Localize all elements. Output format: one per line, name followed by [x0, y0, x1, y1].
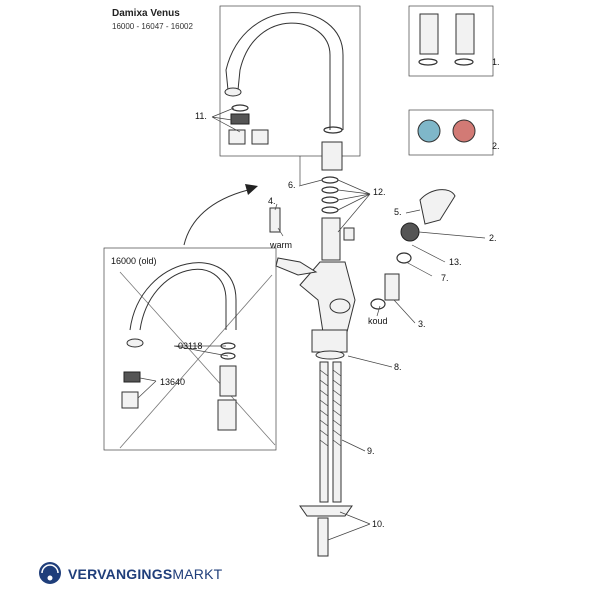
- blue-cap: [417, 119, 441, 143]
- inset-spout-outer: [129, 262, 237, 331]
- spout-oring: [323, 126, 343, 134]
- callout-2-handle: 2.: [489, 233, 497, 243]
- tap-body: [299, 261, 356, 346]
- spout-detail-frame: [219, 5, 361, 157]
- arrow-shaft: [183, 189, 249, 246]
- base-gasket: [315, 350, 345, 360]
- indicator-cap: [400, 222, 420, 242]
- inset-cross-1: [119, 271, 276, 446]
- callout-3: 3.: [418, 319, 426, 329]
- callout-11: 11.: [195, 111, 207, 121]
- leader-10: [327, 511, 371, 541]
- cartridge-box: [408, 5, 494, 77]
- spout-sleeve: [321, 141, 343, 171]
- brand-logo-arc: [41, 564, 59, 574]
- oring-12a: [321, 176, 339, 184]
- inset-frame: [103, 247, 277, 451]
- leader-03118: [173, 345, 229, 357]
- base-plate: [311, 329, 348, 353]
- callout-10: 10.: [372, 519, 385, 529]
- inset-aerator-housing: [121, 391, 139, 409]
- tap-body-outlet: [329, 298, 351, 314]
- inset-spout: [139, 268, 227, 331]
- leader-3: [393, 299, 416, 324]
- leader-6: [298, 179, 323, 187]
- callout-5: 5.: [394, 207, 402, 217]
- leader-13640: [137, 377, 157, 399]
- inset-part-13640: 13640: [160, 377, 186, 387]
- model-numbers: 16000 - 16047 - 16002: [112, 22, 193, 31]
- cartridge-1a-ring: [418, 58, 438, 66]
- diagram-title: Damixa Venus: [112, 8, 180, 19]
- oring-12b: [321, 186, 339, 194]
- washer-7: [396, 252, 412, 264]
- oring-12c: [321, 196, 339, 204]
- leader-13: [411, 244, 446, 263]
- mounting-plate: [299, 505, 353, 517]
- inset-cross-2: [119, 274, 273, 449]
- arrow-head: [245, 184, 258, 195]
- leader-4: [274, 203, 278, 211]
- inset-lower-body: [217, 399, 237, 431]
- callout-4: 4.: [268, 196, 276, 206]
- spout: [237, 22, 331, 130]
- hose-left: [319, 361, 329, 503]
- callout-6: 6.: [288, 180, 296, 190]
- callout-2-caps: 2.: [492, 141, 500, 151]
- leader-warm: [277, 227, 284, 237]
- brand-wordmark-light: MARKT: [172, 566, 223, 582]
- callout-12: 12.: [373, 187, 386, 197]
- inset-part-03118: 03118: [178, 341, 203, 351]
- callout-1: 1.: [492, 57, 500, 67]
- hose-braid: [319, 369, 342, 447]
- inset-oring-2: [220, 352, 236, 360]
- leader-11: [211, 107, 241, 133]
- aerator-housing: [228, 129, 246, 145]
- oring-12d: [321, 206, 339, 214]
- cartridge-1b-ring: [454, 58, 474, 66]
- leader-2b: [418, 231, 486, 239]
- brand-logo-dot: [47, 575, 53, 581]
- brand-wordmark-bold: VERVANGINGS: [68, 566, 173, 582]
- threaded-rod: [317, 517, 329, 557]
- leader-7: [405, 261, 433, 277]
- hose-right: [332, 361, 342, 503]
- spout-outer: [225, 12, 344, 130]
- callout-9: 9.: [367, 446, 375, 456]
- leader-8: [347, 355, 393, 368]
- cold-handle: [419, 189, 456, 225]
- cartridge-warm: [269, 207, 281, 233]
- cap-box: [408, 109, 494, 156]
- warm-handle: [275, 257, 318, 276]
- callout-7: 7.: [441, 273, 449, 283]
- label-warm: warm: [270, 240, 292, 250]
- koud-ring: [370, 298, 386, 310]
- inset-aerator-insert: [123, 371, 141, 383]
- aerator-ring: [231, 104, 249, 112]
- leader-12: [337, 179, 371, 233]
- label-koud: koud: [368, 316, 388, 326]
- inset-body: [219, 365, 237, 397]
- cartridge-1a: [419, 13, 439, 55]
- leader-koud: [376, 305, 381, 317]
- brand-wordmark: VERVANGINGSMARKT: [68, 566, 222, 582]
- aerator-mouth: [224, 87, 242, 97]
- aerator-insert: [230, 113, 250, 125]
- callout-13: 13.: [449, 257, 462, 267]
- cartridge-1b: [455, 13, 475, 55]
- inset-aerator: [126, 338, 144, 348]
- callout-8: 8.: [394, 362, 402, 372]
- aerator-cap: [251, 129, 269, 145]
- red-cap: [452, 119, 476, 143]
- inset-title: 16000 (old): [111, 256, 157, 266]
- leader-9: [341, 439, 366, 452]
- center-spindle: [321, 217, 341, 261]
- clip: [343, 227, 355, 241]
- leader-5: [405, 209, 421, 214]
- cartridge-koud: [384, 273, 400, 301]
